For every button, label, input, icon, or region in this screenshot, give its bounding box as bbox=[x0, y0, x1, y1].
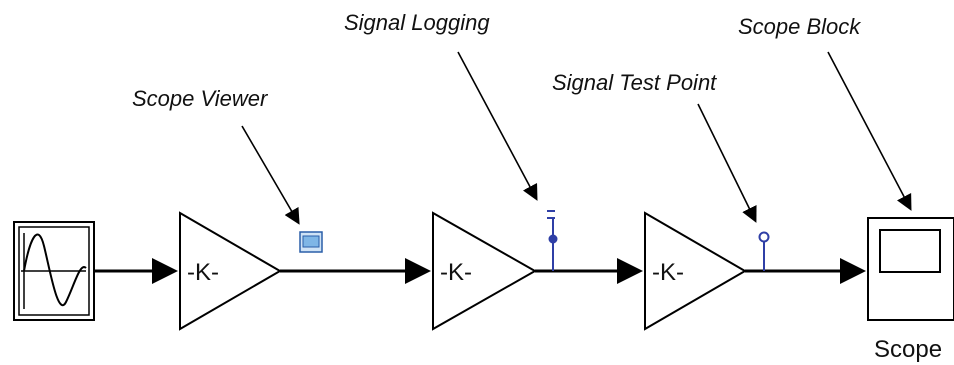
scope-screen-icon bbox=[879, 229, 941, 273]
gain-block-3[interactable]: -K- bbox=[644, 211, 747, 331]
scope-block[interactable]: Scope bbox=[867, 217, 954, 363]
signal-logging-arrow bbox=[457, 51, 538, 201]
test-point-icon[interactable] bbox=[758, 231, 770, 272]
signal-test-point-arrow bbox=[697, 103, 757, 223]
callout-signal-logging: Signal Logging bbox=[344, 10, 490, 35]
callout-signal-test-point: Signal Test Point bbox=[552, 70, 717, 95]
scope-label: Scope bbox=[874, 336, 942, 363]
signal-arrowhead-3 bbox=[617, 258, 643, 284]
signal-arrowhead-1 bbox=[152, 258, 178, 284]
gain-block-2[interactable]: -K- bbox=[432, 211, 538, 331]
signal-arrowhead-4 bbox=[840, 258, 866, 284]
callout-arrows bbox=[241, 51, 912, 225]
sine-wave-icon bbox=[23, 233, 87, 306]
gain-2-label: -K- bbox=[440, 259, 472, 286]
signal-logging-icon[interactable] bbox=[547, 210, 558, 271]
scope-viewer-icon[interactable] bbox=[299, 231, 323, 253]
sine-wave-block[interactable] bbox=[13, 221, 95, 321]
callout-scope-block: Scope Block bbox=[738, 14, 861, 39]
gain-3-label: -K- bbox=[652, 259, 684, 286]
gain-1-label: -K- bbox=[187, 259, 219, 286]
gain-block-1[interactable]: -K- bbox=[179, 211, 282, 331]
signal-lines bbox=[94, 258, 866, 284]
signal-arrowhead-2 bbox=[405, 258, 431, 284]
scope-viewer-arrow bbox=[241, 125, 300, 225]
scope-block-arrow bbox=[827, 51, 912, 211]
callout-scope-viewer: Scope Viewer bbox=[132, 86, 269, 111]
